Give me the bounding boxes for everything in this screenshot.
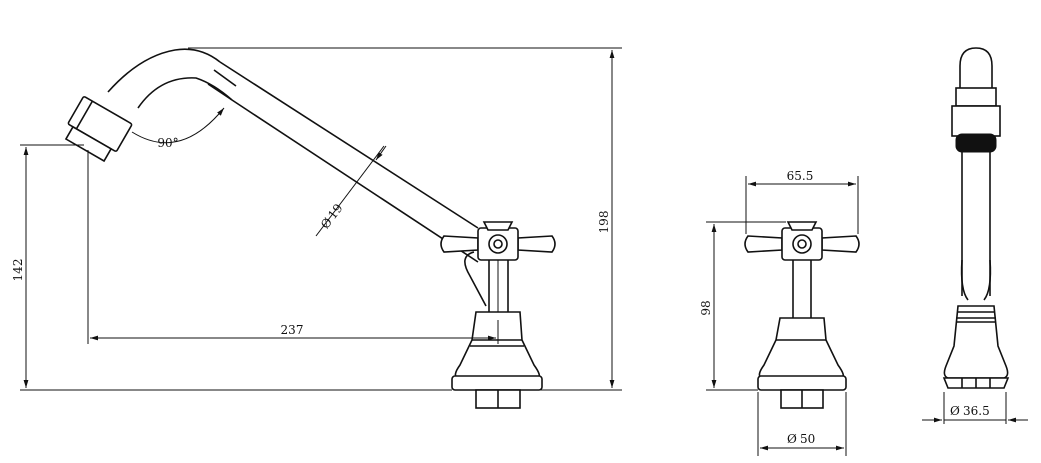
front-view-spout <box>64 48 487 307</box>
handle-view-base <box>757 317 847 409</box>
front-view-base <box>451 311 543 409</box>
handle-height-label: 98 <box>699 300 713 315</box>
handle-view-handle <box>744 221 860 261</box>
spout-aerator <box>64 96 133 163</box>
base-diameter-label: 50 <box>800 432 815 446</box>
side-base-diameter-label: 36.5 <box>963 404 990 418</box>
front-view-handle <box>440 221 556 261</box>
angle-label: 90° <box>157 136 178 150</box>
handle-span-label: 65.5 <box>787 169 814 183</box>
front-view-stem <box>488 258 509 312</box>
side-view-base <box>942 305 1010 389</box>
side-view: Ø 36.5 <box>922 47 1028 424</box>
base-diameter-symbol: Ø <box>787 432 797 446</box>
handle-view-stem <box>792 258 812 318</box>
total-height-label: 198 <box>597 211 611 234</box>
front-view: 198 142 237 90° Ø 19 <box>11 47 622 409</box>
handle-view: 65.5 98 Ø 50 <box>699 169 860 456</box>
outlet-height-label: 142 <box>11 259 25 282</box>
side-base-diameter-symbol: Ø <box>950 404 960 418</box>
side-view-spout <box>951 47 1001 301</box>
reach-label: 237 <box>281 323 304 337</box>
